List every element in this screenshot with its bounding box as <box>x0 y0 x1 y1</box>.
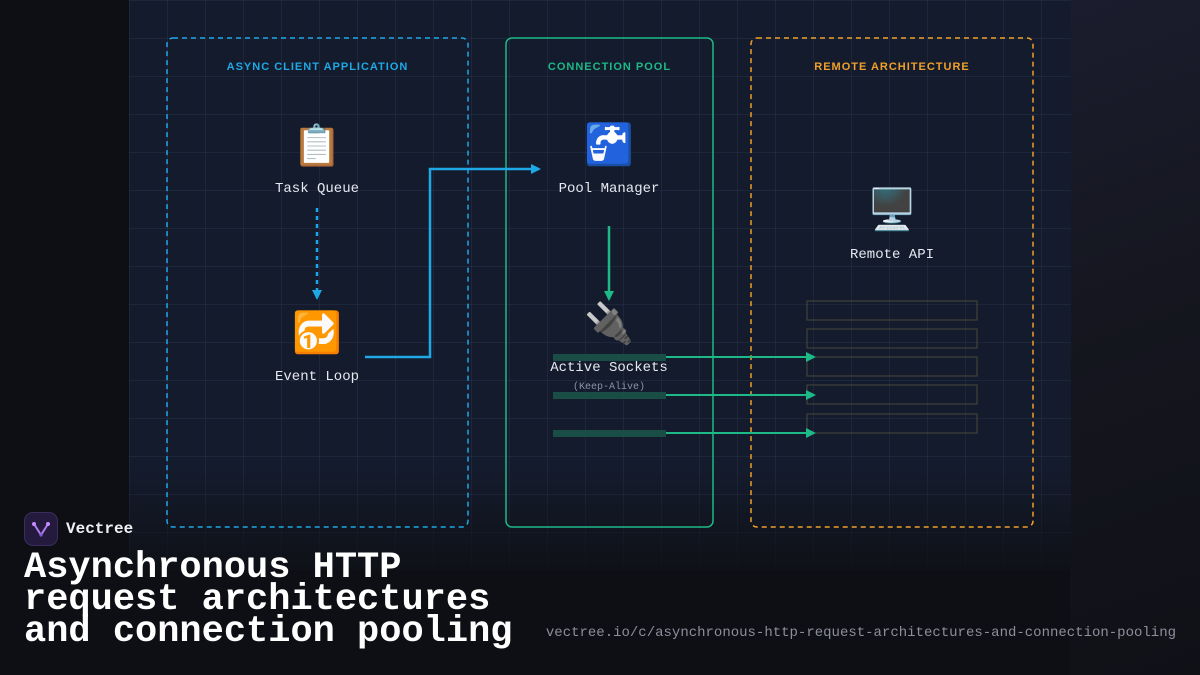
monitor-icon: 🖥️ <box>867 187 917 233</box>
background-right-panel <box>1070 0 1200 675</box>
node-label-pool-manager: Pool Manager <box>558 181 660 197</box>
server-slot <box>806 384 978 405</box>
server-slot <box>806 300 978 321</box>
faucet-icon: 🚰 <box>584 122 634 168</box>
server-slot <box>806 328 978 349</box>
node-label-remote-api: Remote API <box>849 247 934 263</box>
clipboard-icon: 📋 <box>292 123 342 169</box>
vectree-logo-icon <box>24 512 58 546</box>
brand: Vectree <box>24 512 133 546</box>
lane-title-pool: CONNECTION POOL <box>547 61 672 73</box>
lane-title-async: ASYNC CLIENT APPLICATION <box>226 61 409 73</box>
brand-name: Vectree <box>66 520 134 538</box>
node-sublabel-keep-alive: (Keep-Alive) <box>572 382 645 393</box>
repeat-once-icon: 🔂 <box>292 310 342 356</box>
lane-connection-pool <box>505 37 714 528</box>
lane-remote-architecture <box>750 37 1034 528</box>
server-rack <box>806 300 978 434</box>
node-label-task-queue: Task Queue <box>274 181 359 197</box>
node-label-event-loop: Event Loop <box>274 369 359 385</box>
server-slot <box>806 413 978 434</box>
arrow-event-loop-to-pool-manager <box>365 164 541 359</box>
source-url[interactable]: vectree.io/c/asynchronous-http-request-a… <box>545 625 1176 641</box>
socket-bars <box>553 354 666 437</box>
node-label-active-sockets: Active Sockets <box>550 360 668 376</box>
lane-title-remote: REMOTE ARCHITECTURE <box>814 61 970 73</box>
page-title: Asynchronous HTTP request architectures … <box>24 547 513 653</box>
socket-bar <box>553 392 666 399</box>
server-slot <box>806 356 978 377</box>
canvas-fade <box>129 470 1071 570</box>
socket-bar <box>553 430 666 437</box>
lane-async-client <box>166 37 469 528</box>
plug-icon: 🔌 <box>584 301 634 347</box>
socket-bar <box>553 354 666 361</box>
